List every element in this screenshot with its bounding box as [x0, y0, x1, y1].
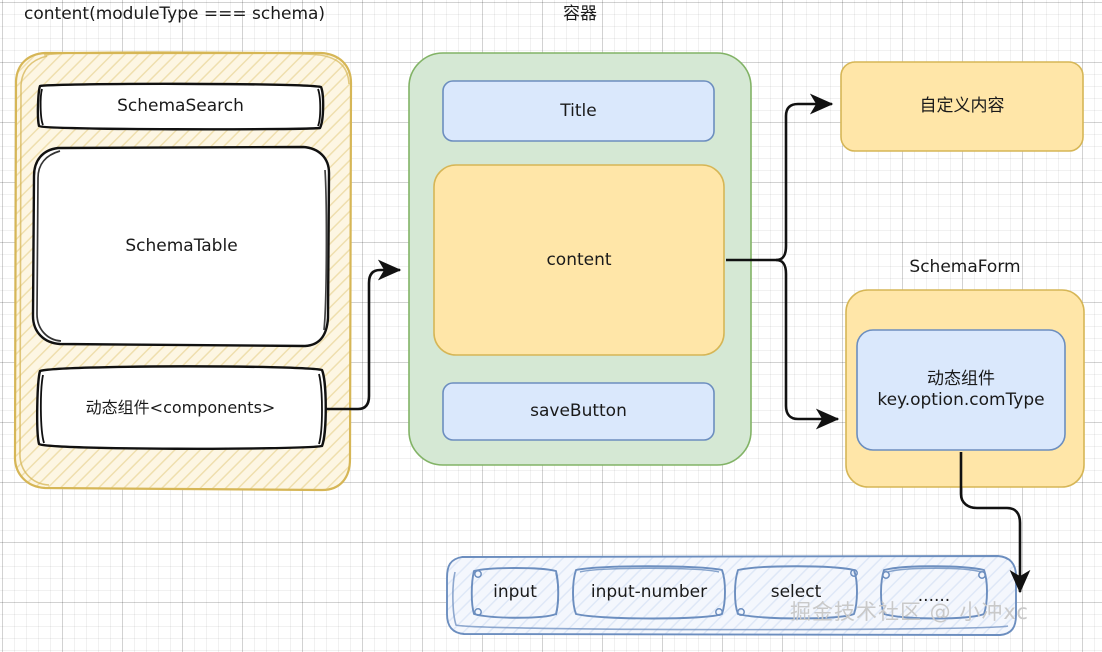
dynamic-components-label[interactable]: 动态组件<components>: [85, 398, 276, 418]
watermark: 掘金技术社区 @ 小冲xc: [790, 600, 1029, 624]
connector-branch-to-custom-content: [775, 93, 834, 262]
schema-table-label[interactable]: SchemaTable: [125, 235, 238, 256]
connector-components-to-container: [326, 259, 402, 411]
center-group-title: 容器: [563, 4, 597, 24]
component-item-input-number[interactable]: input-number: [590, 581, 708, 602]
custom-content-label[interactable]: 自定义内容: [919, 96, 1005, 117]
save-button-label[interactable]: saveButton: [530, 401, 627, 422]
connector-dynamic-to-components-bar: [959, 452, 1031, 594]
schema-search-label[interactable]: SchemaSearch: [117, 95, 244, 116]
dynamic-component-key-label[interactable]: 动态组件 key.option.comType: [877, 369, 1045, 410]
left-group-title: content(moduleType === schema): [24, 4, 326, 24]
component-item-ellipsis[interactable]: ......: [917, 585, 951, 606]
title-box-label[interactable]: Title: [560, 100, 597, 121]
component-item-select[interactable]: select: [770, 581, 822, 602]
content-box-label[interactable]: content: [546, 249, 612, 270]
component-item-input[interactable]: input: [493, 581, 537, 602]
schema-form-title: SchemaForm: [909, 257, 1021, 277]
connector-branch-to-schema-form: [775, 258, 840, 430]
